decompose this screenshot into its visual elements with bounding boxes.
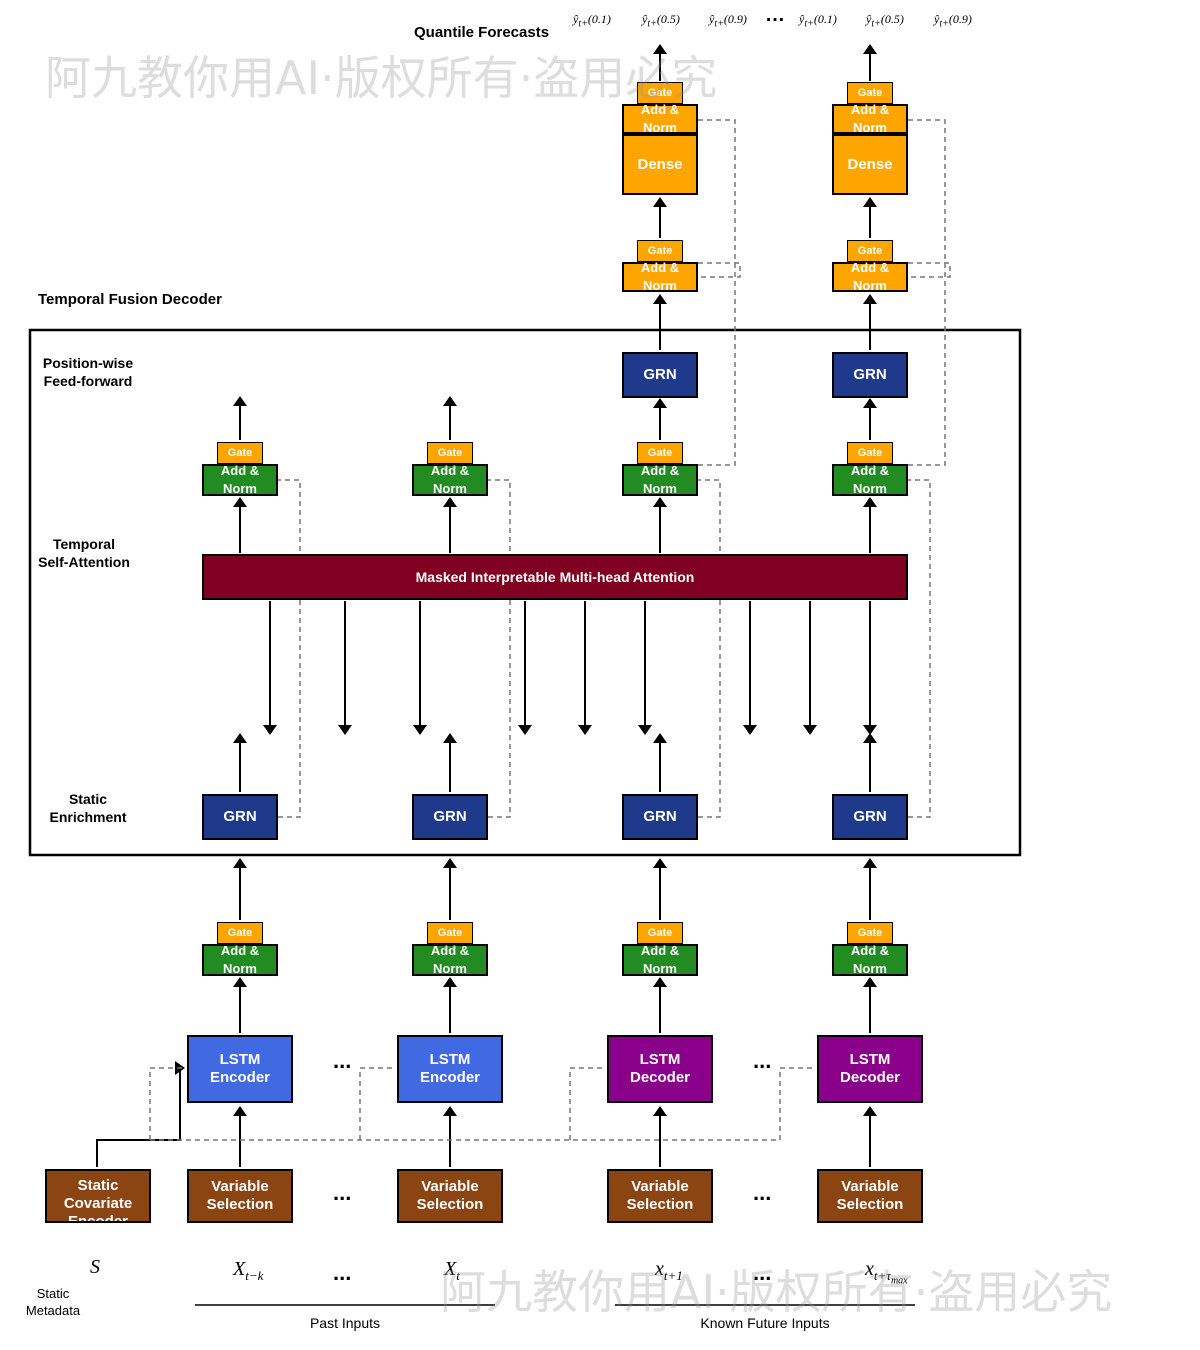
output-add-norm-2: Add & Norm xyxy=(622,260,698,293)
input-x-t-minus-k: Xt−k xyxy=(233,1258,264,1283)
enrich-grn-1: GRN xyxy=(202,794,278,840)
quantile-4: ŷt+(0.1) xyxy=(799,12,837,30)
static-covariate-encoder: Static Covariate Encoder xyxy=(45,1169,151,1223)
output-gate-2: Gate xyxy=(637,240,683,262)
attn-gate-4: Gate xyxy=(847,442,893,464)
quantile-6: ŷt+(0.9) xyxy=(934,12,972,30)
ff-grn-1: GRN xyxy=(622,352,698,398)
input-x-t-plus-tau-max: xt+τmax xyxy=(865,1258,908,1287)
lstm-decoder-2: LSTM Decoder xyxy=(817,1035,923,1103)
enrich-grn-4: GRN xyxy=(832,794,908,840)
lstm-encoder-1: LSTM Encoder xyxy=(187,1035,293,1103)
quantile-ellipsis: … xyxy=(765,4,785,26)
output-add-norm-4: Add & Norm xyxy=(832,260,908,293)
attn-add-norm-4: Add & Norm xyxy=(832,463,908,496)
label-static-enrichment: Static Enrichment xyxy=(49,791,127,825)
decoder-frame xyxy=(28,328,1022,857)
input-x-t-plus-1: xt+1 xyxy=(655,1258,683,1283)
variable-selection-4: Variable Selection xyxy=(817,1169,923,1223)
dashed-skip-lines xyxy=(149,119,951,1141)
input-x-t: Xt xyxy=(444,1258,460,1283)
watermark-top: 阿九教你用AI·版权所有·盗用必究 xyxy=(45,51,718,105)
lstm-add-norm-4: Add & Norm xyxy=(832,943,908,976)
output-add-norm-1: Add & Norm xyxy=(622,102,698,135)
quantile-1: ŷt+(0.1) xyxy=(573,12,611,30)
label-temporal-self-attention: Temporal Self-Attention xyxy=(38,536,130,570)
masked-attention-block: Masked Interpretable Multi-head Attentio… xyxy=(202,554,908,600)
ellipsis-lstm-future: ... xyxy=(753,1048,772,1073)
quantile-3: ŷt+(0.9) xyxy=(709,12,747,30)
attn-add-norm-1: Add & Norm xyxy=(202,463,278,496)
output-gate-3: Gate xyxy=(847,82,893,104)
enrich-grn-3: GRN xyxy=(622,794,698,840)
lstm-encoder-2: LSTM Encoder xyxy=(397,1035,503,1103)
past-inputs-label: Past Inputs xyxy=(309,1315,381,1331)
solid-arrows xyxy=(96,44,877,1167)
attn-add-norm-2: Add & Norm xyxy=(412,463,488,496)
output-gate-4: Gate xyxy=(847,240,893,262)
quantile-5: ŷt+(0.5) xyxy=(866,12,904,30)
static-metadata-label: Static Metadata xyxy=(25,1286,81,1318)
label-position-wise: Position-wise Feed-forward xyxy=(42,355,134,389)
ff-grn-2: GRN xyxy=(832,352,908,398)
ellipsis-input-past: ... xyxy=(333,1260,352,1285)
enrich-grn-2: GRN xyxy=(412,794,488,840)
lstm-decoder-1: LSTM Decoder xyxy=(607,1035,713,1103)
output-gate-1: Gate xyxy=(637,82,683,104)
ellipsis-lstm-past: ... xyxy=(333,1048,352,1073)
known-future-inputs-label: Known Future Inputs xyxy=(700,1315,830,1331)
lstm-add-norm-3: Add & Norm xyxy=(622,943,698,976)
attn-gate-1: Gate xyxy=(217,442,263,464)
ellipsis-vs-past: ... xyxy=(333,1180,352,1205)
ellipsis-vs-future: ... xyxy=(753,1180,772,1205)
decoder-title: Temporal Fusion Decoder xyxy=(38,291,222,308)
ellipsis-input-future: ... xyxy=(753,1260,772,1285)
variable-selection-2: Variable Selection xyxy=(397,1169,503,1223)
output-add-norm-3: Add & Norm xyxy=(832,102,908,135)
lstm-add-norm-2: Add & Norm xyxy=(412,943,488,976)
watermark-bottom: 阿九教你用AI·版权所有·盗用必究 xyxy=(440,1265,1113,1319)
attn-add-norm-3: Add & Norm xyxy=(622,463,698,496)
lstm-gate-3: Gate xyxy=(637,922,683,944)
dense-block-2: Dense xyxy=(832,134,908,195)
output-title: Quantile Forecasts xyxy=(414,24,550,41)
input-static-symbol: S xyxy=(90,1256,100,1278)
attn-gate-2: Gate xyxy=(427,442,473,464)
attn-gate-3: Gate xyxy=(637,442,683,464)
lstm-gate-1: Gate xyxy=(217,922,263,944)
quantile-2: ŷt+(0.5) xyxy=(642,12,680,30)
variable-selection-1: Variable Selection xyxy=(187,1169,293,1223)
dense-block-1: Dense xyxy=(622,134,698,195)
variable-selection-3: Variable Selection xyxy=(607,1169,713,1223)
lstm-gate-2: Gate xyxy=(427,922,473,944)
lstm-add-norm-1: Add & Norm xyxy=(202,943,278,976)
lstm-gate-4: Gate xyxy=(847,922,893,944)
